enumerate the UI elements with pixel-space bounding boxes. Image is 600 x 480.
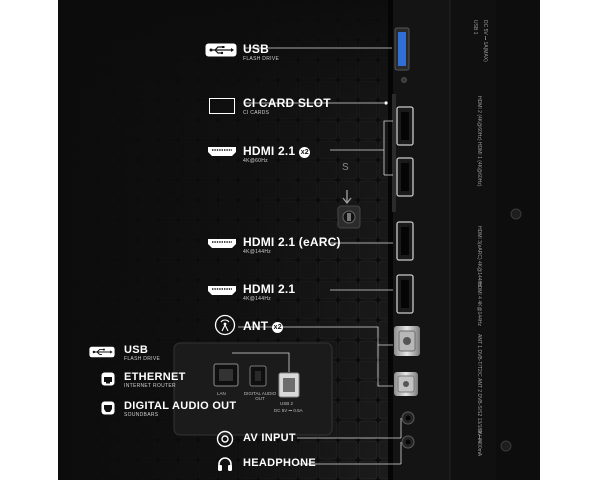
- usb2-power-label: DC 5V ⎓ 0.5A: [274, 408, 303, 413]
- antenna-icon: [214, 314, 236, 336]
- usb1-side-label: USB 1: [472, 20, 478, 35]
- hdmi-x2-title-text: HDMI 2.1: [243, 144, 296, 158]
- hdmi-x2-badge: x2: [299, 147, 311, 158]
- usb2-label: USB 2: [280, 401, 294, 406]
- ethernet-icon: [101, 372, 115, 386]
- hdmi-single-sub: 4K@144Hz: [243, 296, 272, 302]
- connector-lines: [232, 47, 402, 465]
- bottom-port-plate: [173, 342, 333, 436]
- usb-left-sub: FLASH DRIVE: [124, 356, 161, 362]
- digital-audio-port-label: DIGITAL AUDIO OUT: [243, 391, 277, 401]
- ant-badge: x2: [272, 322, 284, 333]
- lock-slot: [337, 205, 361, 229]
- av-input-title: AV INPUT: [243, 432, 296, 444]
- av-in-side-label: AV IN: [476, 430, 482, 443]
- usb-top-title: USB: [243, 42, 269, 56]
- usb-left-icon: [89, 346, 115, 358]
- headphone-icon: [218, 457, 232, 471]
- hdmi-icon: [208, 147, 236, 156]
- ci-title: CI CARD SLOT: [243, 96, 331, 110]
- optical-audio-icon: [101, 401, 115, 415]
- hdmi-earc-title: HDMI 2.1 (eARC): [243, 235, 341, 249]
- hdmi-earc-icon: [208, 239, 236, 248]
- hdmi-ports: [396, 106, 414, 314]
- lock-s-mark: S: [342, 162, 349, 173]
- hdmi3-side-label: HDMI 3(eARC) 4K@144Hz: [476, 226, 482, 287]
- usb-left-title: USB: [124, 344, 149, 356]
- ant2-side-label: ANT 2 DVB-S/S2 13/18V ⎓ 400mA: [476, 378, 482, 457]
- hdmi-single-icon: [208, 286, 236, 295]
- ci-card-icon: [209, 98, 235, 114]
- ant-title-text: ANT: [243, 319, 269, 333]
- lan-label: LAN: [217, 391, 226, 396]
- hdmi-x2-sub: 4K@60Hz: [243, 158, 268, 164]
- ethernet-sub: INTERNET ROUTER: [124, 383, 176, 389]
- hdmi-single-title: HDMI 2.1: [243, 282, 296, 296]
- digital-audio-sub: SOUNDBARS: [124, 412, 159, 418]
- ethernet-title: ETHERNET: [124, 371, 186, 383]
- hdmi-earc-sub: 4K@144Hz: [243, 249, 272, 255]
- usb-icon: [205, 43, 237, 57]
- hdmi12-side-label: HDMI 2 (4K@60Hz) HDMI 1 (4K@60Hz): [476, 96, 482, 187]
- antenna-connectors: [394, 326, 420, 396]
- av-input-icon: [216, 430, 234, 448]
- headphone-title: HEADPHONE: [243, 457, 316, 469]
- ci-slot: [392, 94, 396, 212]
- usb1-power-side-label: DC 5V ⎓ 1A(MAX): [482, 20, 488, 62]
- ant1-side-label: ANT 1 DVB-T/T2/C: [476, 334, 482, 377]
- ci-sub: CI CARDS: [243, 110, 270, 116]
- usb-top-sub: FLASH DRIVE: [243, 56, 280, 62]
- audio-jacks: [401, 411, 415, 449]
- hdmi4-side-label: HDMI 4 4K@144Hz: [476, 282, 482, 326]
- digital-audio-title: DIGITAL AUDIO OUT: [124, 400, 237, 412]
